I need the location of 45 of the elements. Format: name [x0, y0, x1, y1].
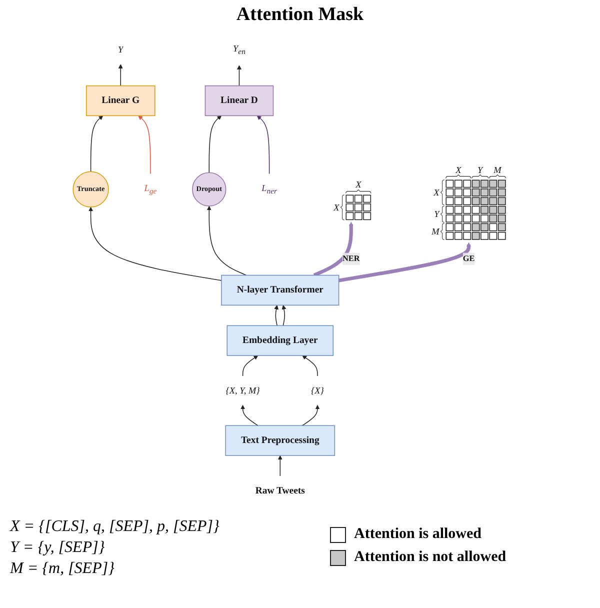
arrow [274, 304, 278, 326]
node-text: Raw Tweets [255, 485, 305, 496]
formula-text: Y = {y, [SEP]} [10, 539, 106, 557]
node-box: Embedding Layer [226, 325, 334, 356]
arrow [281, 304, 286, 326]
node-text: {X} [310, 385, 324, 396]
arrow [242, 355, 258, 376]
axis-label: X [355, 179, 361, 190]
axis-label: Y [477, 164, 482, 175]
arrow [302, 404, 320, 426]
arrow [313, 222, 354, 277]
node-box: Linear D [204, 85, 274, 116]
axis-label: X [333, 202, 339, 212]
arrow [236, 65, 242, 86]
edge-label: NER [342, 254, 360, 263]
node-text: {X, Y, M} [225, 385, 260, 396]
axis-label: Y [434, 209, 439, 220]
formula-text: X = {[CLS], q, [SEP], p, [SEP]} [10, 518, 220, 536]
axis-label: M [431, 226, 439, 237]
arrow [138, 116, 151, 174]
title: Attention Mask [235, 4, 365, 26]
axis-label: X [455, 164, 461, 175]
arrow [90, 116, 103, 172]
node-box: Linear G [86, 85, 155, 116]
axis-label: M [493, 164, 502, 175]
arrow [88, 206, 222, 281]
node-box: N-layer Transformer [220, 274, 339, 306]
arrow [240, 404, 258, 426]
node-text: L$_{ge}$ [144, 182, 156, 196]
arrow [256, 116, 270, 174]
arrow [208, 116, 222, 174]
node-text: Y$_{en}$ [232, 43, 246, 56]
arrow [302, 355, 318, 376]
node-text: L$_{ner}$ [261, 182, 277, 196]
formula-text: M = {m, [SEP]} [10, 560, 116, 578]
node-text: Y [118, 44, 123, 55]
axis-label: X [433, 188, 439, 198]
legend-text: Attention is allowed [354, 526, 482, 543]
arrow [206, 206, 246, 276]
legend-text: Attention is not allowed [354, 549, 506, 566]
arrow [338, 242, 471, 282]
node-box: Text Preprocessing [224, 425, 335, 456]
arrow [278, 455, 282, 476]
arrow [118, 64, 123, 86]
edge-label: GE [462, 254, 474, 263]
